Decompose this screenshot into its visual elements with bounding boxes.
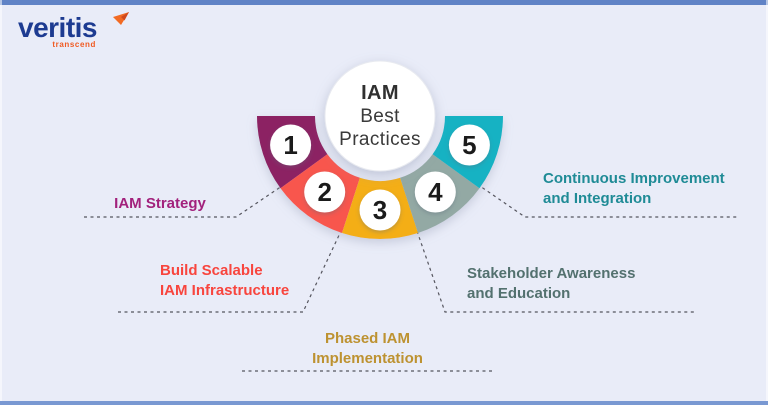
label-build-scalable-iam-infrastructure: Build Scalable IAM Infrastructure — [160, 261, 289, 301]
bottom-border-bar — [0, 401, 768, 405]
center-title-line: IAM — [361, 81, 399, 104]
label-line: IAM Strategy — [114, 195, 206, 212]
connector-line-2 — [118, 230, 342, 313]
badge-circle-3 — [359, 189, 401, 231]
label-phased-iam-implementation: Phased IAM Implementation — [242, 329, 493, 369]
veritis-logo: veritis transcend — [18, 12, 129, 49]
badge-circle-2 — [304, 171, 346, 213]
label-line: Continuous Improvement — [543, 170, 725, 187]
logo-brand-text: veritis — [18, 12, 98, 43]
badge-number-4: 4 — [428, 177, 443, 207]
badge-number-1: 1 — [283, 130, 297, 160]
label-stakeholder-awareness-and-education: Stakeholder Awareness and Education — [467, 264, 635, 304]
center-title: IAM Best Practices — [325, 61, 435, 171]
label-line: and Integration — [543, 190, 652, 207]
logo-arrow-icon — [113, 12, 129, 25]
label-line: Implementation — [312, 350, 423, 367]
label-line: Stakeholder Awareness — [467, 265, 636, 282]
label-iam-strategy: IAM Strategy — [84, 194, 236, 214]
badge-number-5: 5 — [462, 130, 476, 160]
badge-circle-4 — [414, 171, 456, 213]
connector-line-4 — [416, 230, 695, 313]
label-line: and Education — [467, 285, 571, 302]
center-title-line: Practices — [339, 128, 421, 150]
label-line: IAM Infrastructure — [160, 282, 290, 299]
label-line: Build Scalable — [160, 262, 263, 279]
center-circle — [324, 60, 436, 172]
top-border-bar — [0, 0, 768, 5]
connector-line-1 — [84, 185, 283, 218]
badge-number-3: 3 — [373, 195, 387, 225]
badge-circle-1 — [270, 124, 312, 166]
label-line: Phased IAM — [324, 330, 411, 347]
badge-circle-5 — [448, 124, 490, 166]
logo-tagline: transcend — [52, 40, 96, 49]
badge-number-2: 2 — [317, 177, 331, 207]
center-title-line: Best — [360, 105, 400, 127]
label-continuous-improvement-and-integration: Continuous Improvement and Integration — [543, 169, 725, 209]
